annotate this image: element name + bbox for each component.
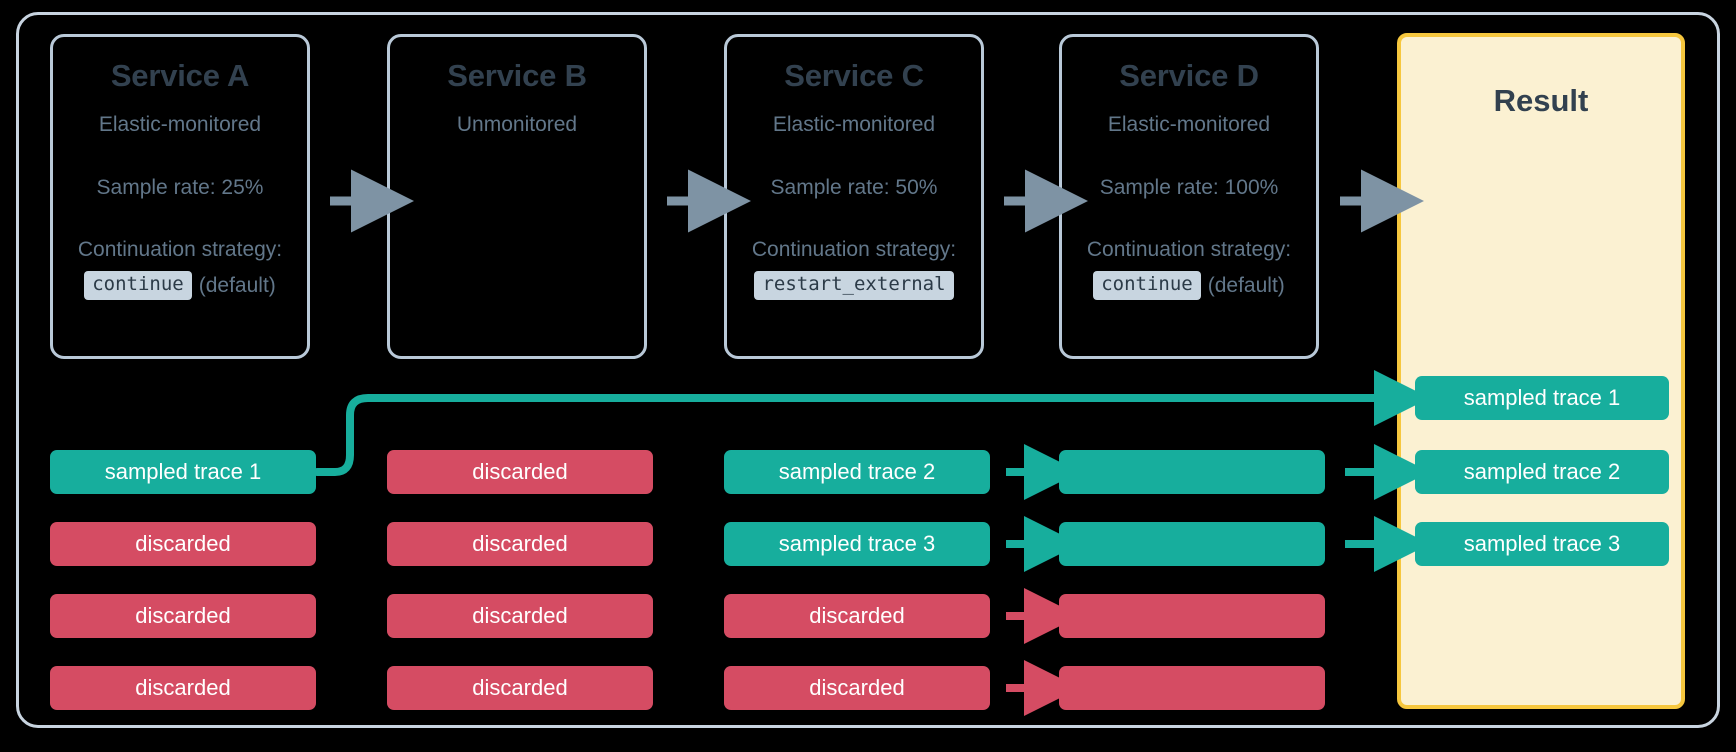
strategy-code-badge: continue <box>1093 271 1201 301</box>
service-panel-c: Service C Elastic-monitored Sample rate:… <box>724 34 984 359</box>
service-title: Service D <box>1119 58 1259 93</box>
service-panel-d: Service D Elastic-monitored Sample rate:… <box>1059 34 1319 359</box>
diagram-outer-frame <box>16 12 1720 728</box>
service-strategy-line: restart_external <box>727 271 981 301</box>
service-monitoring-status: Elastic-monitored <box>98 113 262 137</box>
strategy-code-badge: continue <box>84 271 192 301</box>
trace-box[interactable] <box>1059 594 1325 638</box>
result-title: Result <box>1493 83 1589 118</box>
service-panel-b: Service B Unmonitored <box>387 34 647 359</box>
trace-box[interactable] <box>1059 522 1325 566</box>
service-continuation-label: Continuation strategy: <box>751 238 957 262</box>
strategy-note: (default) <box>1207 273 1285 297</box>
service-monitoring-status: Elastic-monitored <box>772 113 936 137</box>
result-trace-box[interactable]: sampled trace 2 <box>1415 450 1669 494</box>
service-sample-rate: Sample rate: 50% <box>770 176 938 200</box>
result-trace-box[interactable]: sampled trace 1 <box>1415 376 1669 420</box>
service-monitoring-status: Elastic-monitored <box>1107 113 1271 137</box>
service-sample-rate: Sample rate: 100% <box>1099 176 1279 200</box>
trace-box[interactable]: discarded <box>50 522 316 566</box>
service-title: Service B <box>447 58 587 93</box>
service-continuation-label: Continuation strategy: <box>1086 238 1292 262</box>
result-trace-box[interactable]: sampled trace 3 <box>1415 522 1669 566</box>
trace-box[interactable]: discarded <box>387 594 653 638</box>
service-sample-rate: Sample rate: 25% <box>96 176 264 200</box>
trace-box[interactable]: discarded <box>387 666 653 710</box>
trace-box[interactable]: sampled trace 3 <box>724 522 990 566</box>
trace-box[interactable]: discarded <box>724 666 990 710</box>
service-title: Service A <box>110 58 250 93</box>
service-monitoring-status: Unmonitored <box>456 113 578 137</box>
trace-box[interactable]: discarded <box>50 666 316 710</box>
trace-box[interactable]: discarded <box>387 450 653 494</box>
trace-box[interactable]: discarded <box>387 522 653 566</box>
trace-box[interactable]: discarded <box>50 594 316 638</box>
result-panel: Result <box>1397 33 1685 709</box>
trace-box[interactable]: discarded <box>724 594 990 638</box>
service-strategy-line: continue (default) <box>53 271 307 301</box>
service-continuation-label: Continuation strategy: <box>77 238 283 262</box>
trace-box[interactable] <box>1059 450 1325 494</box>
strategy-code-badge: restart_external <box>754 271 954 301</box>
trace-box[interactable] <box>1059 666 1325 710</box>
service-panel-a: Service A Elastic-monitored Sample rate:… <box>50 34 310 359</box>
service-title: Service C <box>784 58 924 93</box>
strategy-note: (default) <box>198 273 276 297</box>
trace-box[interactable]: sampled trace 1 <box>50 450 316 494</box>
trace-box[interactable]: sampled trace 2 <box>724 450 990 494</box>
service-strategy-line: continue (default) <box>1062 271 1316 301</box>
